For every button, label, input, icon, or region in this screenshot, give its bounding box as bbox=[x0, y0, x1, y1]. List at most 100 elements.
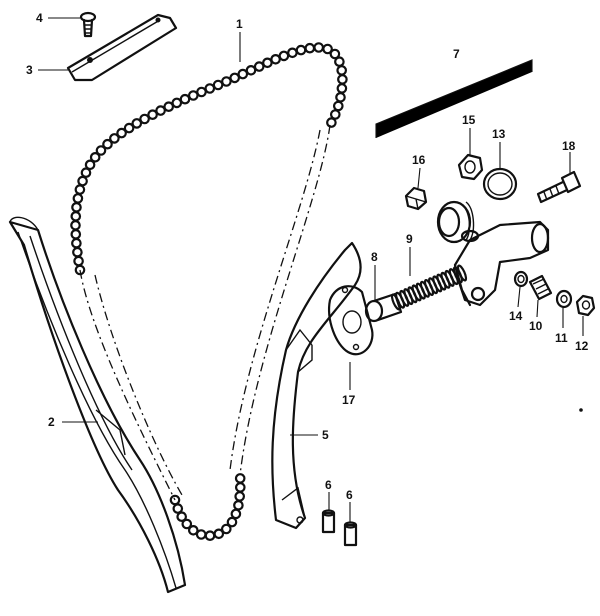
leader-lines bbox=[38, 17, 584, 522]
chain-link bbox=[116, 127, 127, 139]
spring bbox=[390, 264, 468, 311]
callout-2: 2 bbox=[48, 415, 55, 429]
callout-15: 15 bbox=[462, 113, 476, 127]
chain-link bbox=[195, 529, 207, 540]
callout-14: 14 bbox=[509, 309, 523, 323]
chain-link bbox=[313, 42, 324, 53]
chain-link bbox=[336, 65, 347, 76]
callout-9: 9 bbox=[406, 232, 413, 246]
callout-6b: 6 bbox=[346, 488, 353, 502]
chain-guide-rear bbox=[8, 216, 187, 594]
chain-link bbox=[171, 97, 183, 109]
chain-link bbox=[335, 92, 346, 103]
chain-link bbox=[204, 530, 216, 541]
stray-dot bbox=[579, 408, 583, 412]
chain-link bbox=[139, 113, 150, 125]
chain-link bbox=[262, 57, 273, 69]
dowel-pin-a bbox=[321, 509, 336, 534]
chain-link bbox=[147, 109, 158, 120]
washer bbox=[555, 289, 573, 309]
seal-washer bbox=[513, 270, 529, 288]
chain-link bbox=[109, 133, 120, 144]
cam-chain bbox=[70, 42, 348, 541]
chain-link bbox=[155, 105, 166, 116]
chain-link bbox=[322, 43, 333, 55]
callout-18: 18 bbox=[562, 139, 576, 153]
chain-guide-top bbox=[66, 13, 178, 82]
chain-link bbox=[235, 482, 246, 493]
chain-link bbox=[234, 473, 246, 484]
chain-link bbox=[221, 523, 232, 535]
chain-link bbox=[95, 145, 107, 156]
chain-link bbox=[237, 68, 249, 80]
chain-link bbox=[253, 61, 265, 72]
chain-link bbox=[229, 72, 240, 84]
chain-link bbox=[196, 86, 207, 98]
chain-link bbox=[270, 53, 281, 65]
chain-link bbox=[188, 90, 199, 101]
chain-link bbox=[337, 74, 348, 85]
callout-7: 7 bbox=[453, 47, 460, 61]
chain-link bbox=[73, 255, 84, 267]
chain-link bbox=[70, 229, 82, 240]
gasket bbox=[328, 285, 374, 356]
chain-link bbox=[89, 152, 101, 163]
chain-link bbox=[329, 109, 341, 120]
chain-link bbox=[213, 528, 225, 540]
chain-link bbox=[163, 101, 174, 112]
stopper-bolt bbox=[528, 274, 553, 301]
chain-link bbox=[204, 83, 216, 94]
chain-link bbox=[72, 193, 84, 204]
chain-link bbox=[326, 117, 337, 128]
chain-link bbox=[72, 246, 83, 258]
chain-link bbox=[188, 524, 199, 536]
callout-13: 13 bbox=[492, 127, 506, 141]
chain-link bbox=[71, 237, 82, 249]
chain-link bbox=[233, 499, 244, 511]
chain-link bbox=[295, 44, 307, 56]
chain-link bbox=[212, 79, 224, 91]
callout-17: 17 bbox=[342, 393, 356, 407]
callout-10: 10 bbox=[529, 319, 543, 333]
chain-link bbox=[77, 175, 88, 187]
chain-link bbox=[123, 122, 135, 134]
chain-link bbox=[329, 48, 341, 60]
chain-link bbox=[74, 184, 86, 195]
chain-links bbox=[70, 42, 348, 541]
callout-3: 3 bbox=[26, 63, 33, 77]
chain-link bbox=[84, 159, 96, 171]
spring-coil bbox=[456, 264, 468, 282]
dowel-pin-b bbox=[343, 521, 358, 547]
chain-link bbox=[131, 118, 143, 129]
chain-link bbox=[287, 47, 298, 59]
chain-link bbox=[226, 516, 238, 528]
chain-link bbox=[221, 76, 232, 87]
nut bbox=[575, 294, 596, 317]
chain-link bbox=[71, 202, 82, 213]
callout-4: 4 bbox=[36, 11, 43, 25]
chain-link bbox=[230, 508, 242, 520]
callout-labels: 1 2 3 4 5 6 6 7 8 9 10 11 12 13 14 15 16… bbox=[26, 11, 589, 502]
chain-link bbox=[179, 93, 191, 105]
callout-11: 11 bbox=[555, 331, 568, 345]
callout-1: 1 bbox=[236, 17, 243, 31]
assembly-bracket bbox=[375, 59, 533, 138]
callout-5: 5 bbox=[322, 428, 329, 442]
chain-link bbox=[80, 167, 92, 178]
callout-16: 16 bbox=[412, 153, 426, 167]
chain-link bbox=[181, 518, 193, 530]
chain-link bbox=[336, 83, 348, 94]
chain-link bbox=[70, 211, 82, 222]
hex-nut bbox=[404, 186, 428, 211]
callout-8: 8 bbox=[371, 250, 378, 264]
callout-12: 12 bbox=[575, 339, 589, 353]
chain-link bbox=[176, 511, 187, 522]
chain-link bbox=[304, 42, 316, 54]
chain-link bbox=[70, 220, 81, 231]
mounting-bolt bbox=[536, 170, 582, 204]
chain-link bbox=[102, 138, 113, 150]
chain-link bbox=[334, 56, 345, 67]
guide-screw bbox=[79, 11, 97, 38]
chain-link bbox=[172, 503, 184, 514]
